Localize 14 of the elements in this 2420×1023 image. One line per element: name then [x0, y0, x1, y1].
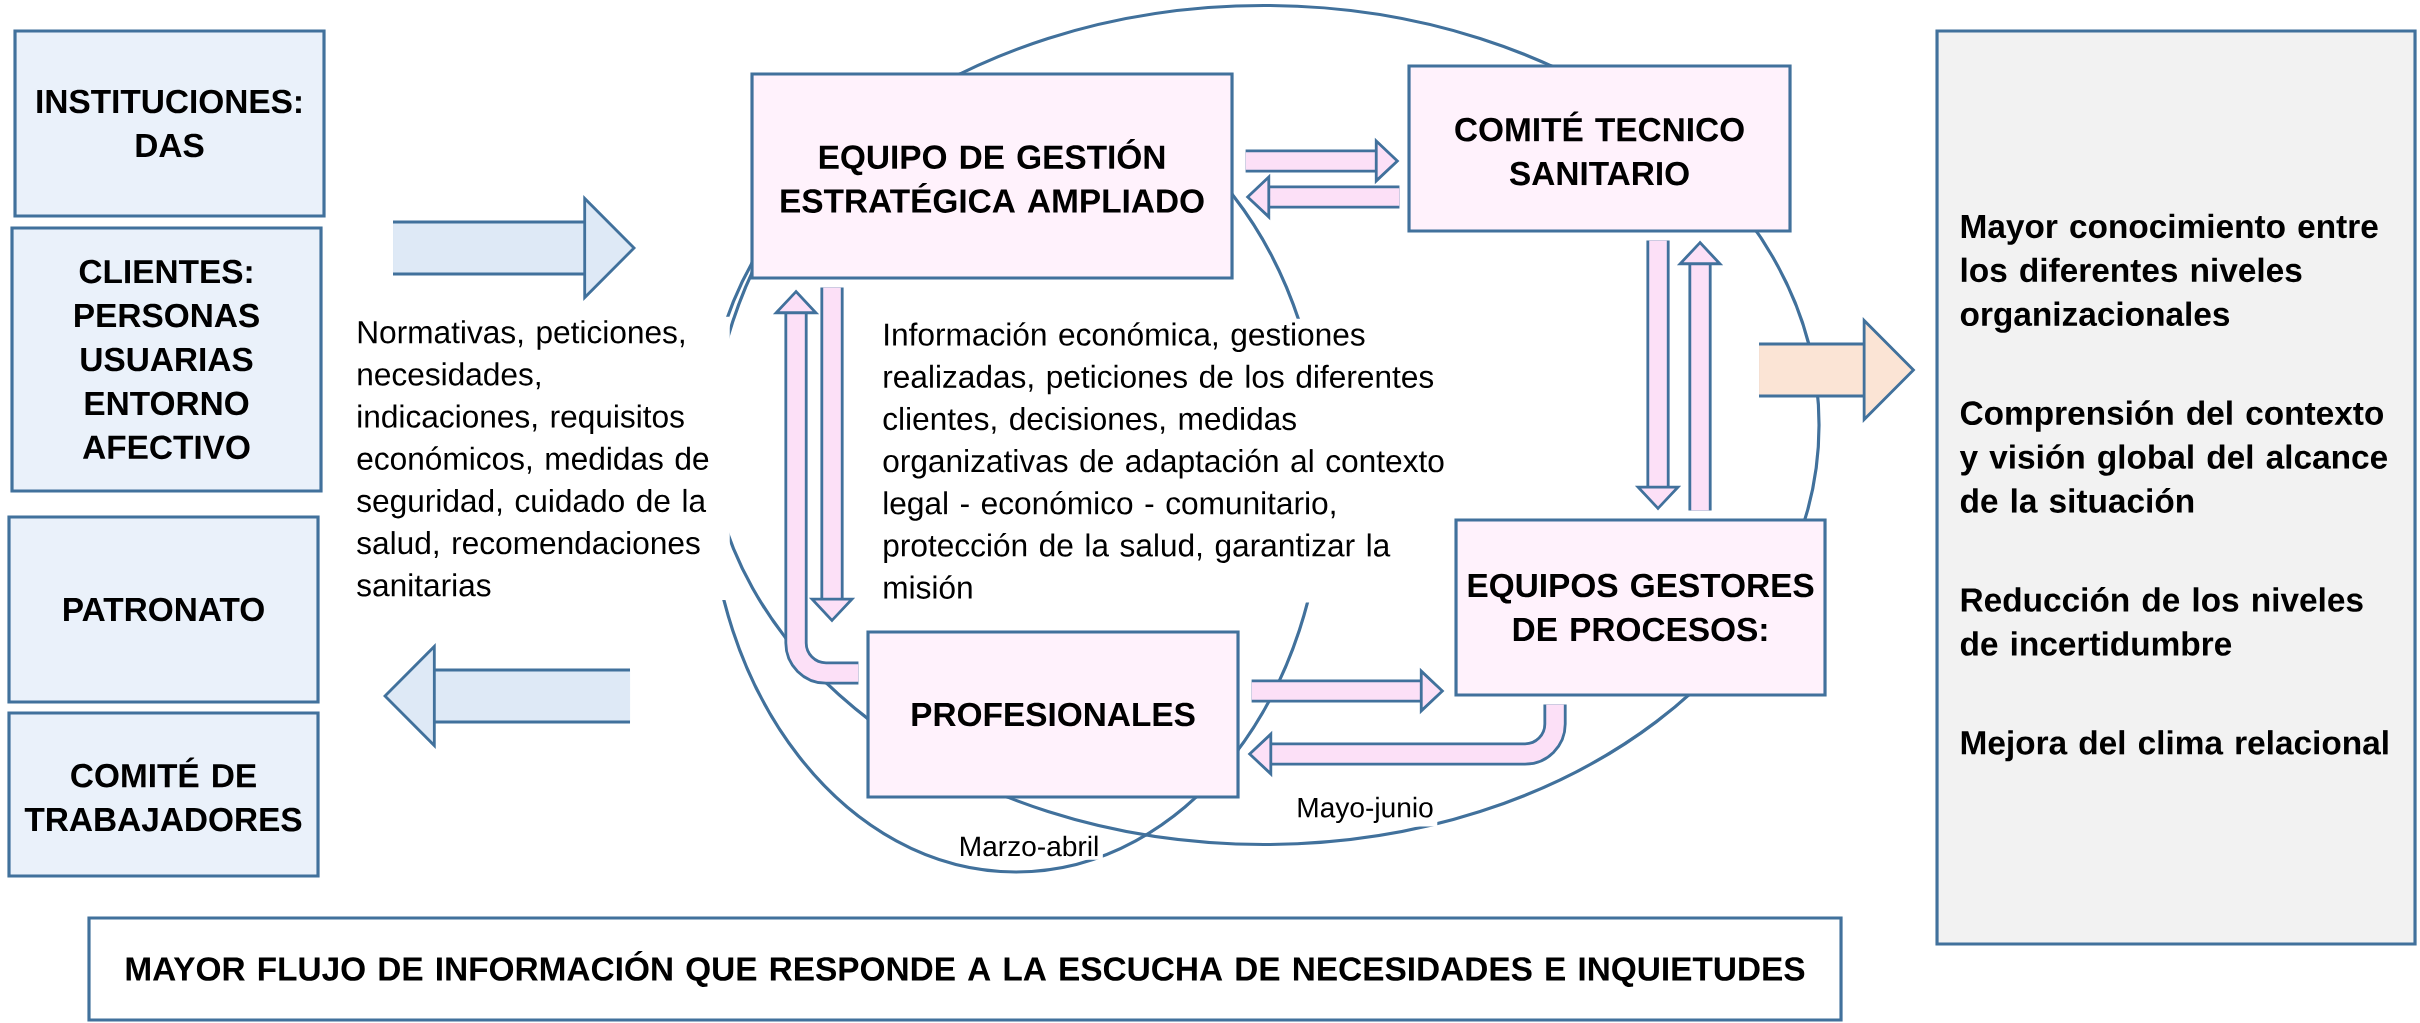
team-box: EQUIPOS GESTORES DE PROCESOS: [1454, 518, 1827, 697]
outcome-panel: Mayor conocimiento entre los diferentes niveles organizacionales Comprensión del contexto y visión global del alcance de la situación Reducción de los niveles de incertidumbre Mejora del clima relacional [1935, 29, 2417, 946]
description-text: Información económica, gestiones realizadas, peticiones de los diferentes clientes, decisiones, medidas organizativas de adaptación al contexto legal - económico - comunitario, protección de la salud, garantizar la misión [878, 318, 1456, 603]
stakeholder-box: PATRONATO [7, 515, 320, 704]
period-label: Marzo-abril [955, 832, 1103, 860]
stakeholder-box: CLIENTES: PERSONAS USUARIAS ENTORNO AFECTIVO [10, 226, 323, 493]
summary-banner: MAYOR FLUJO DE INFORMACIÓN QUE RESPONDE A LA ESCUCHA DE NECESIDADES E INQUIETUDES [87, 916, 1843, 1022]
stakeholder-box: COMITÉ DE TRABAJADORES [7, 711, 320, 878]
team-box: PROFESIONALES [866, 630, 1240, 799]
description-text: Normativas, peticiones, necesidades, indicaciones, requisitos económicos, medidas de seguridad, cuidado de la salud, recomendaciones sanitarias [352, 316, 730, 600]
stakeholder-box: INSTITUCIONES: DAS [13, 29, 326, 218]
team-box: COMITÉ TECNICO SANITARIO [1407, 64, 1792, 233]
team-box: EQUIPO DE GESTIÓN ESTRATÉGICA AMPLIADO [750, 72, 1234, 280]
period-label: Mayo-junio [1292, 793, 1438, 827]
